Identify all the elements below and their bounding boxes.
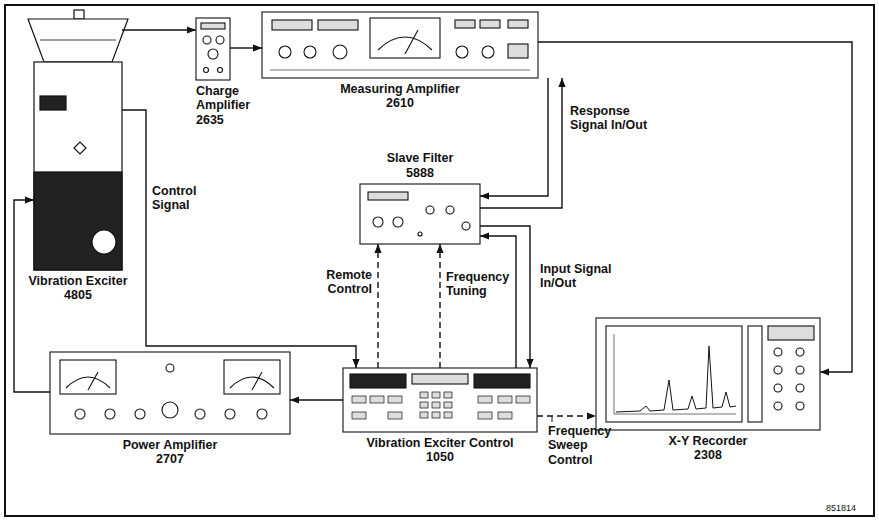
equipment-unit: Charge Amplifier2635 xyxy=(196,18,230,80)
signal-label: Frequency Tuning xyxy=(446,270,510,299)
control-link xyxy=(537,415,596,416)
signal-label: Input Signal In/Out xyxy=(540,262,620,291)
vibration-exciter-art xyxy=(28,10,128,270)
equipment-unit: Vibration Exciter Control1050 xyxy=(343,368,537,432)
equipment-unit: X-Y Recorder2308 xyxy=(596,318,820,430)
model-number: 5888 xyxy=(365,166,475,180)
signal-line xyxy=(538,42,852,372)
signal-line xyxy=(122,29,196,30)
unit-caption: X-Y Recorder2308 xyxy=(638,434,778,463)
slave-filter-art xyxy=(360,184,480,244)
model-number: 2308 xyxy=(638,448,778,462)
control-link xyxy=(439,244,440,368)
equipment-unit: Vibration Exciter4805 xyxy=(34,14,122,270)
exciter-control-art xyxy=(343,368,537,432)
equipment-unit: Measuring Amplifier2610 xyxy=(262,12,538,78)
signal-label: Control Signal xyxy=(152,184,212,213)
signal-line xyxy=(14,200,50,392)
signal-line xyxy=(230,47,262,48)
signal-label: Frequency Sweep Control xyxy=(548,424,614,467)
model-number: 2707 xyxy=(95,452,245,466)
model-number: 1050 xyxy=(350,450,530,464)
signal-line xyxy=(290,399,343,400)
signal-line xyxy=(122,110,356,368)
model-number: 2610 xyxy=(320,96,480,110)
equipment-unit: Slave Filter5888 xyxy=(360,184,480,244)
unit-name: X-Y Recorder xyxy=(638,434,778,448)
unit-name: Power Amplifier xyxy=(95,438,245,452)
signal-line xyxy=(480,78,548,196)
power-amplifier-art xyxy=(50,352,290,434)
frame xyxy=(5,5,874,516)
measuring-amplifier-art xyxy=(262,12,538,78)
unit-caption: Vibration Exciter Control1050 xyxy=(350,436,530,465)
unit-caption: Charge Amplifier2635 xyxy=(196,84,268,127)
model-number: 2635 xyxy=(196,113,268,127)
unit-caption: Power Amplifier2707 xyxy=(95,438,245,467)
signal-line xyxy=(480,226,530,368)
signal-label: Remote Control xyxy=(310,268,372,297)
unit-caption: Measuring Amplifier2610 xyxy=(320,82,480,111)
model-number: 4805 xyxy=(23,288,133,302)
signal-line xyxy=(480,78,562,208)
label-tick xyxy=(552,416,553,422)
figure-number: 851814 xyxy=(826,503,856,513)
xy-recorder-art xyxy=(596,318,820,430)
unit-caption: Slave Filter5888 xyxy=(365,151,475,180)
unit-name: Vibration Exciter xyxy=(23,274,133,288)
unit-name: Vibration Exciter Control xyxy=(350,436,530,450)
unit-name: Slave Filter xyxy=(365,151,475,165)
unit-name: Measuring Amplifier xyxy=(320,82,480,96)
charge-amplifier-art xyxy=(196,18,230,80)
control-link xyxy=(377,244,378,368)
equipment-unit: Power Amplifier2707 xyxy=(50,352,290,434)
signal-label: Response Signal In/Out xyxy=(570,104,662,133)
signal-line xyxy=(480,236,516,368)
unit-caption: Vibration Exciter4805 xyxy=(23,274,133,303)
unit-name: Charge Amplifier xyxy=(196,84,268,113)
